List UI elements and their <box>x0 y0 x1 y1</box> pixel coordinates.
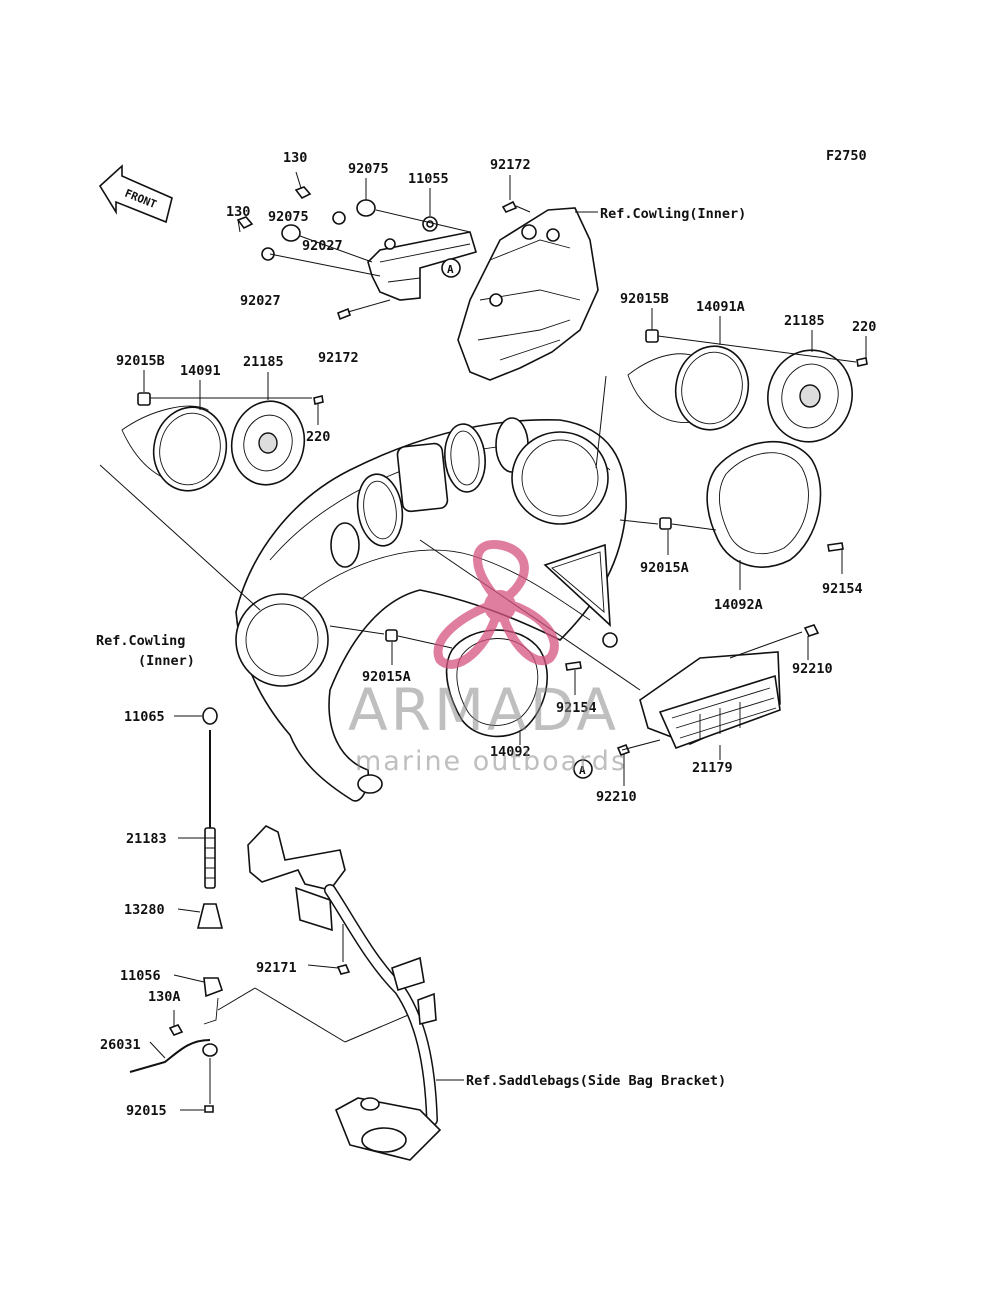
ref-cowling-inner-left-2: (Inner) <box>138 653 195 669</box>
label-92015A-center: 92015A <box>362 669 411 685</box>
cowling-inner-top-part <box>457 207 599 381</box>
label-14091: 14091 <box>180 363 221 379</box>
bolt-92171 <box>336 964 351 975</box>
audio-unit-21179 <box>616 624 820 786</box>
label-92172-b: 92172 <box>318 350 359 366</box>
label-11055: 11055 <box>408 171 449 187</box>
label-92210-a: 92210 <box>792 661 833 677</box>
label-92075-a: 92075 <box>348 161 389 177</box>
label-92015B-left: 92015B <box>116 353 165 369</box>
label-92154-right: 92154 <box>822 581 863 597</box>
nut-92015 <box>204 1105 214 1113</box>
label-92171: 92171 <box>256 960 297 976</box>
base-13280 <box>196 903 224 929</box>
grommet-92075-a <box>356 199 376 217</box>
callout-a-top-label: A <box>447 263 454 276</box>
grille-14092A <box>619 440 844 590</box>
screw-92154-right <box>827 542 844 552</box>
label-26031: 26031 <box>100 1037 141 1053</box>
callout-a-bottom-label: A <box>579 764 586 777</box>
gasket-14091 <box>152 406 228 492</box>
label-14092A: 14092A <box>714 597 763 613</box>
upper-bracket-assembly <box>236 171 599 381</box>
ref-cowling-inner-left-1: Ref.Cowling <box>96 633 185 649</box>
label-11056: 11056 <box>120 968 161 984</box>
label-92210-b: 92210 <box>596 789 637 805</box>
ref-cowling-inner-top: Ref.Cowling(Inner) <box>600 206 746 222</box>
label-92027-b: 92027 <box>240 293 281 309</box>
antenna-assembly <box>129 707 421 1113</box>
watermark-brand: ARMADA <box>348 676 619 744</box>
screw-92172-b <box>337 307 351 321</box>
label-92015A-right: 92015A <box>640 560 689 576</box>
right-speaker-set <box>595 308 868 469</box>
ref-saddlebags: Ref.Saddlebags(Side Bag Bracket) <box>466 1073 726 1089</box>
label-14091A: 14091A <box>696 299 745 315</box>
bolt-130-a <box>294 186 312 200</box>
figure-id: F2750 <box>826 148 867 164</box>
brand-watermark: ARMADA marine outboards <box>348 539 627 777</box>
label-21185-right: 21185 <box>784 313 825 329</box>
gasket-14091A <box>674 345 750 431</box>
cap-11065 <box>202 707 218 725</box>
screw-220-right <box>856 357 868 367</box>
label-21185-left: 21185 <box>243 354 284 370</box>
label-92075-b: 92075 <box>268 209 309 225</box>
watermark-tagline: marine outboards <box>355 746 627 777</box>
label-130A: 130A <box>148 989 181 1005</box>
label-92015B-right: 92015B <box>620 291 669 307</box>
bolt-92210-a <box>803 624 820 637</box>
inner-fairing <box>235 417 627 802</box>
collar-92015B-left <box>137 392 151 406</box>
bolt-130-b <box>236 216 254 230</box>
collar-92027-a <box>332 211 346 225</box>
screw-220-left <box>313 395 324 405</box>
label-92172-a: 92172 <box>490 157 531 173</box>
label-92154-center: 92154 <box>556 700 597 716</box>
grommet-92075-b <box>281 224 301 242</box>
nut-11056 <box>203 977 224 998</box>
label-21183: 21183 <box>126 831 167 847</box>
label-220-left: 220 <box>306 429 330 445</box>
collar-92015A-right <box>659 517 672 530</box>
label-92027-a: 92027 <box>302 238 343 254</box>
label-220-right: 220 <box>852 319 876 335</box>
label-13280: 13280 <box>124 902 165 918</box>
screw-92172-a <box>501 200 518 213</box>
collar-92015B-right <box>645 329 659 343</box>
label-11065: 11065 <box>124 709 165 725</box>
part-labels: 130 130 92075 92075 11055 92172 92172 92… <box>96 150 876 1119</box>
callout-a-bottom <box>573 759 593 779</box>
label-14092: 14092 <box>490 744 531 760</box>
callout-a-top <box>441 258 461 278</box>
label-130-b: 130 <box>226 204 250 220</box>
label-130-a: 130 <box>283 150 307 166</box>
propeller-logo-icon <box>433 539 559 669</box>
left-speaker-set <box>99 370 324 611</box>
label-21179: 21179 <box>692 760 733 776</box>
screw-92154-center <box>565 661 582 671</box>
front-arrow-icon: FRONT <box>98 164 173 224</box>
collar-92027-b <box>261 247 275 261</box>
bracket-11055 <box>367 231 477 301</box>
label-92015: 92015 <box>126 1103 167 1119</box>
cable-26031 <box>129 1039 211 1073</box>
side-bag-bracket <box>247 825 464 1161</box>
bolt-130A <box>168 1024 184 1036</box>
collar-92015A-center <box>385 629 398 642</box>
